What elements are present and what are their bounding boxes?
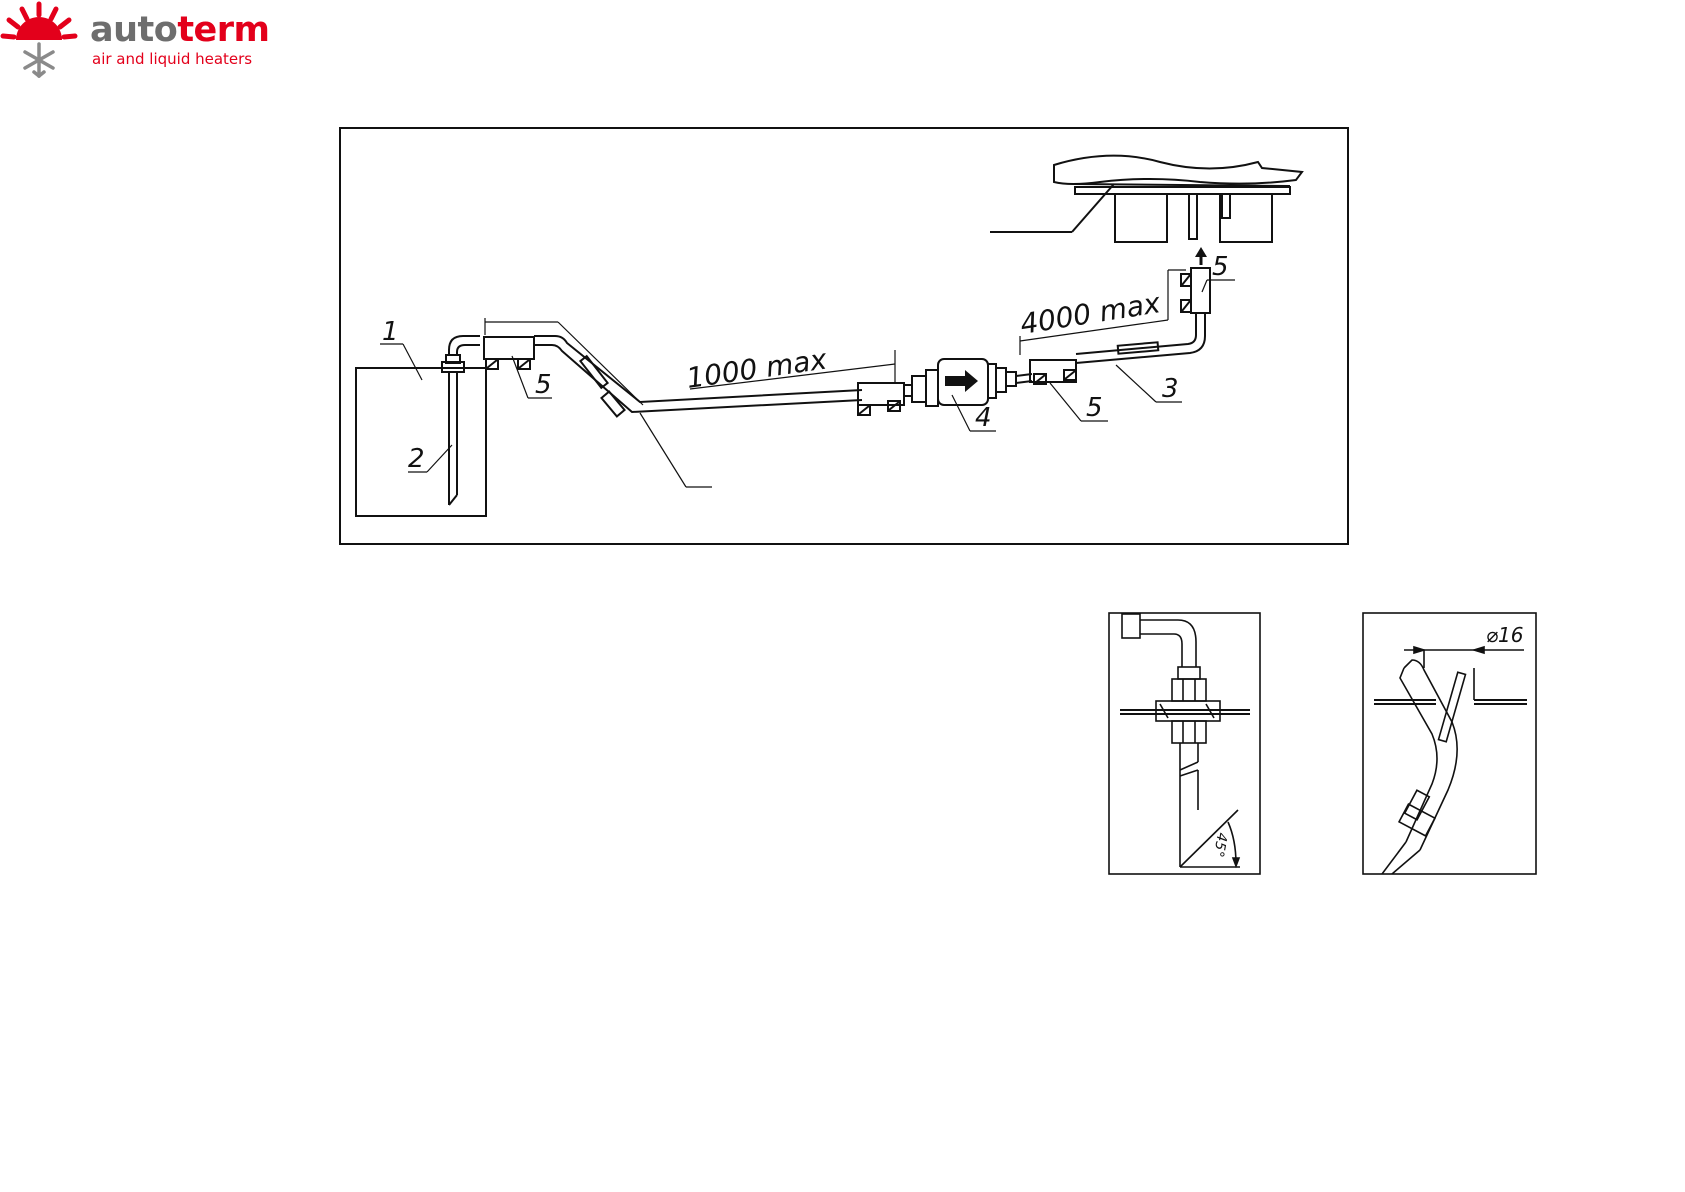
clamp-inlet-pump bbox=[858, 383, 904, 415]
flow-arrow-up-icon bbox=[1195, 247, 1207, 257]
diameter-label: ⌀16 bbox=[1486, 623, 1524, 647]
callout-2: 2 bbox=[408, 444, 425, 474]
callout-3: 3 bbox=[1162, 374, 1179, 404]
flow-arrow-right-icon bbox=[945, 370, 978, 392]
heater-unit bbox=[990, 156, 1302, 242]
clamp-top bbox=[1181, 268, 1210, 313]
fuel-tank bbox=[356, 368, 486, 516]
intake-mount-detail: 45° bbox=[1108, 612, 1262, 875]
callout-5-top: 5 bbox=[1212, 252, 1229, 282]
clamp-mid bbox=[1030, 360, 1076, 384]
callout-5-left: 5 bbox=[535, 370, 552, 400]
dimension-outlet-length: 4000 max bbox=[1018, 286, 1163, 341]
clamp-left bbox=[484, 337, 534, 369]
callout-1: 1 bbox=[382, 317, 399, 347]
callout-4: 4 bbox=[975, 403, 992, 433]
bent-intake-detail: ⌀16 bbox=[1362, 612, 1537, 875]
callout-5-mid: 5 bbox=[1086, 393, 1103, 423]
fuel-intake bbox=[442, 336, 480, 505]
dimension-inlet-length: 1000 max bbox=[684, 343, 829, 395]
